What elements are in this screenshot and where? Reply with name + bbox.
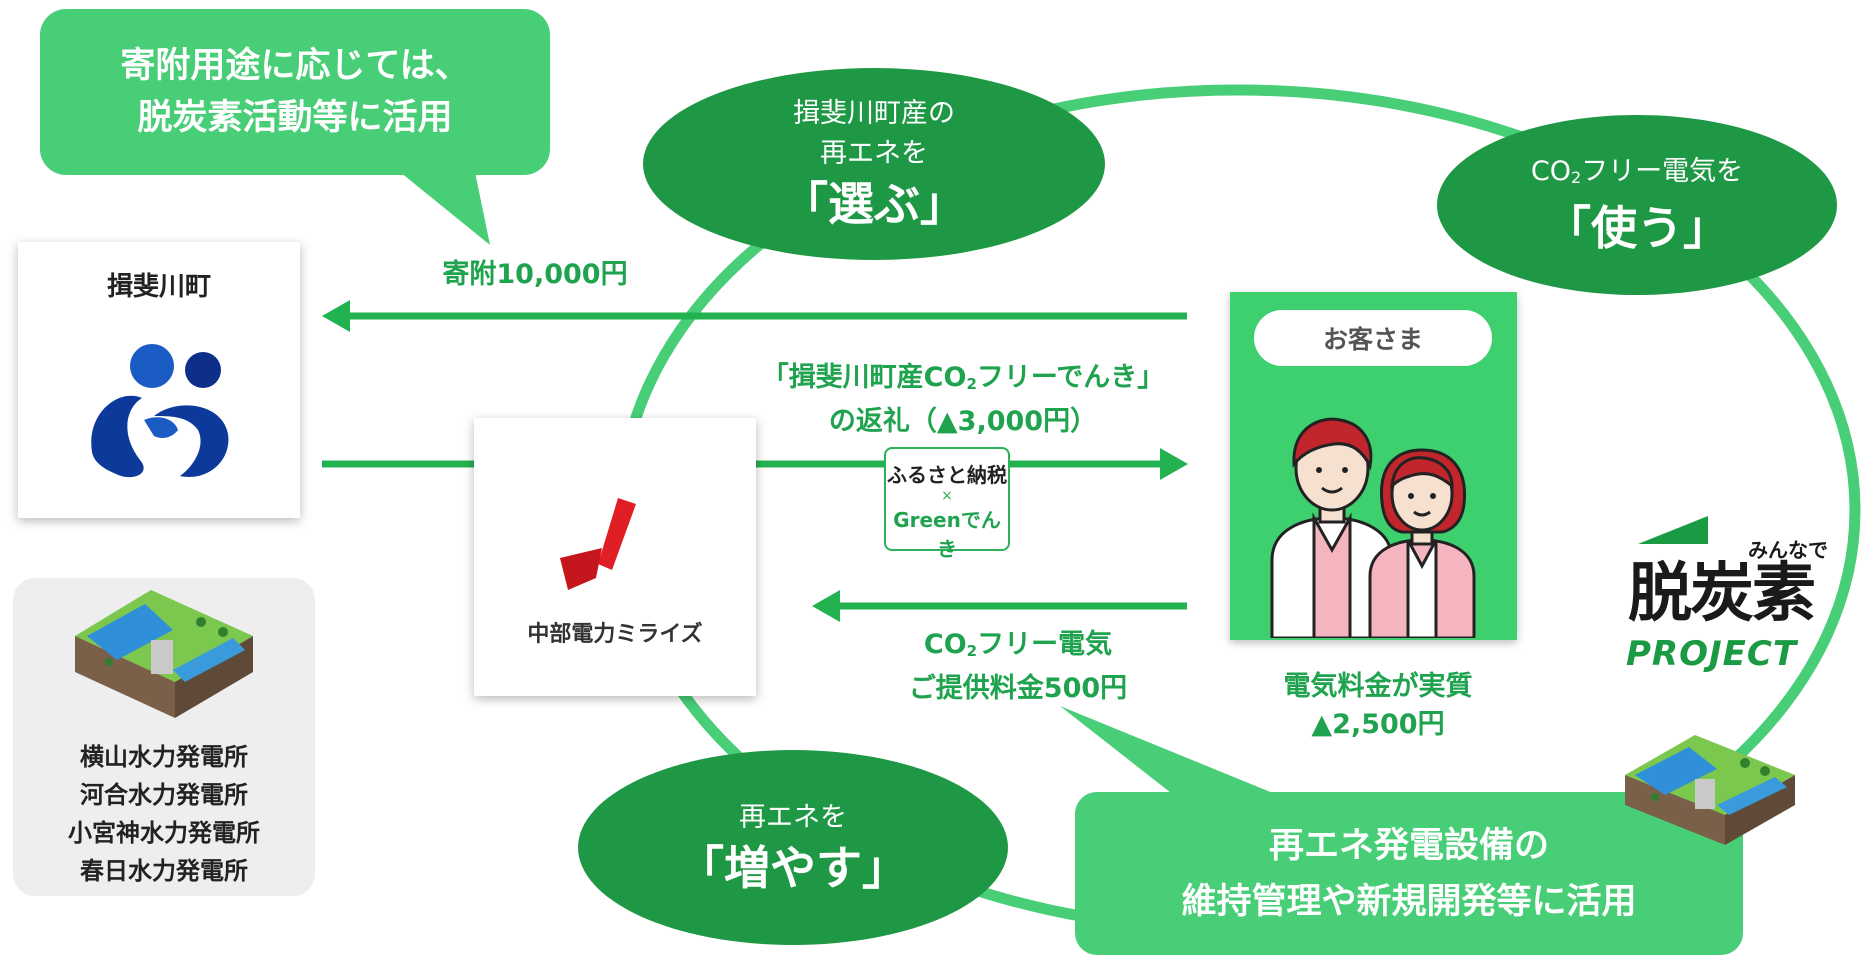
callout-top-tail (400, 172, 490, 245)
fee-label: CO2フリー電気 ご提供料金500円 (868, 626, 1168, 708)
ellipse-use-main: 「使う」 (1545, 201, 1729, 255)
gift-label-line1: 「揖斐川町産CO2フリーでんき」 (761, 362, 1165, 393)
town-emblem-icon (91, 344, 229, 478)
net-cost-label: 電気料金が実質 ▲2,500円 (1256, 668, 1500, 744)
fee-label-line2: ご提供料金500円 (908, 673, 1128, 704)
ellipse-increase: 再エネを 「増やす」 (578, 750, 1008, 945)
customer-panel: お客さま (1230, 292, 1517, 640)
badge-line1: ふるさと納税 (887, 463, 1007, 487)
logo-main-text: 脱炭素 (1628, 556, 1816, 631)
company-name: 中部電力ミライズ (527, 622, 703, 647)
badge-line2: × (941, 488, 953, 504)
power-plants-box: 横山水力発電所 河合水力発電所 小宮神水力発電所 春日水力発電所 (13, 578, 315, 896)
callout-donation-usage: 寄附用途に応じては、 脱炭素活動等に活用 (40, 9, 550, 175)
callout-line-1: 寄附用途に応じては、 (120, 46, 470, 86)
dam-icon (75, 590, 253, 718)
logo-small-text: みんなで (1748, 538, 1828, 562)
callout-renewable-usage: 再エネ発電設備の 維持管理や新規開発等に活用 (1075, 792, 1743, 955)
power-plant-item: 小宮神水力発電所 (68, 819, 260, 847)
ellipse-use-line1: CO2フリー電気を (1530, 156, 1744, 187)
dam-icon (1625, 735, 1795, 845)
town-name: 揖斐川町 (106, 272, 211, 302)
logo-accent-icon (1638, 516, 1708, 544)
power-plant-item: 横山水力発電所 (80, 743, 248, 771)
ellipse-choose-line2: 再エネを (820, 138, 928, 169)
furusato-green-denki-badge: ふるさと納税 × Greenでんき (884, 447, 1010, 561)
ellipse-choose-main: 「選ぶ」 (782, 177, 966, 231)
power-plant-item: 河合水力発電所 (80, 781, 248, 809)
fee-label-line1: CO2フリー電気 (923, 629, 1113, 660)
callout-bottom-line-2: 維持管理や新規開発等に活用 (1181, 881, 1637, 922)
town-card: 揖斐川町 (18, 242, 300, 518)
logo-project-text: PROJECT (1626, 634, 1798, 674)
ellipse-choose: 揖斐川町産の 再エネを 「選ぶ」 (643, 68, 1105, 260)
ellipse-use: CO2フリー電気を 「使う」 (1437, 115, 1837, 295)
donation-label: 寄附10,000円 (442, 259, 628, 290)
ellipse-increase-line1: 再エネを (739, 801, 847, 833)
decarbon-project-logo: みんなで 脱炭素 PROJECT (1618, 512, 1850, 682)
callout-bottom-tail (1060, 706, 1290, 800)
callout-bottom-line-1: 再エネ発電設備の (1268, 825, 1549, 866)
gift-label-line2: の返礼（▲3,000円） (828, 406, 1098, 437)
company-card: 中部電力ミライズ (474, 418, 756, 696)
badge-line3: Greenでんき (893, 508, 1001, 561)
arrow-left-icon (812, 590, 840, 622)
power-plant-item: 春日水力発電所 (80, 857, 248, 885)
net-cost-line1: 電気料金が実質 (1283, 671, 1473, 702)
net-cost-line2: ▲2,500円 (1311, 709, 1445, 740)
callout-line-2: 脱炭素活動等に活用 (137, 98, 453, 138)
ellipse-choose-line1: 揖斐川町産の (793, 98, 955, 129)
arrow-left-icon (322, 300, 350, 332)
customer-label: お客さま (1254, 310, 1492, 366)
gift-label: 「揖斐川町産CO2フリーでんき」 の返礼（▲3,000円） (718, 359, 1208, 441)
ellipse-increase-main: 「増やす」 (678, 840, 908, 895)
arrow-right-icon (1160, 448, 1188, 480)
chubu-logo-icon (560, 498, 636, 590)
people-icon (1270, 417, 1476, 638)
power-plant-list: 横山水力発電所 河合水力発電所 小宮神水力発電所 春日水力発電所 (13, 738, 315, 890)
